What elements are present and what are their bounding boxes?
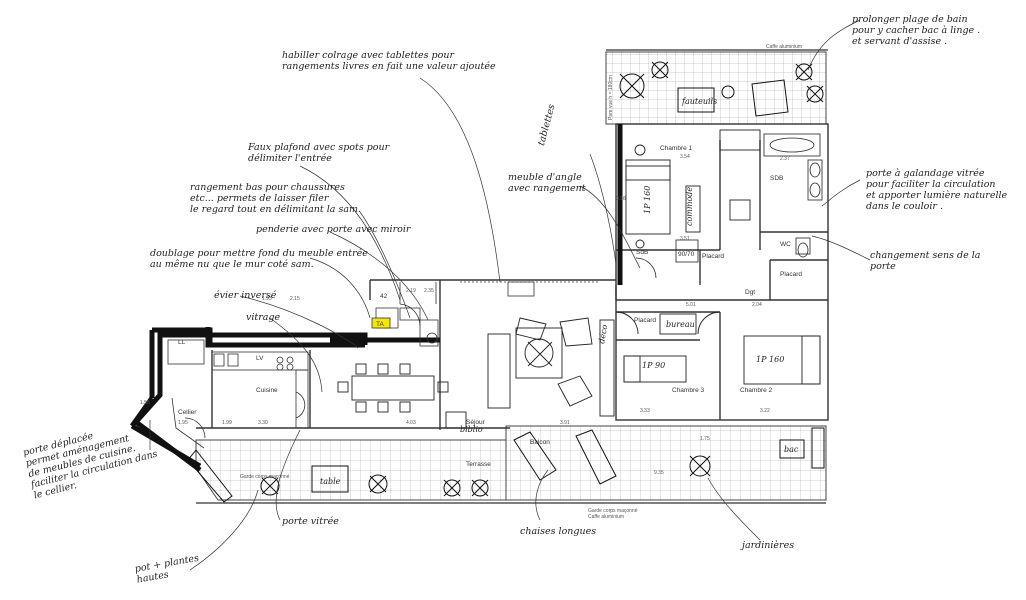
label-lv: LV — [256, 355, 264, 362]
label-bed-chambre-3: 1P 90 — [642, 361, 665, 370]
label-door-code: 42 — [380, 293, 388, 300]
dining-table — [337, 363, 449, 413]
label-sejour: Séjour — [466, 419, 486, 426]
dimension-labels: 3.54 3.51 2.37 5.01 2.04 3.33 3.22 3.91 … — [140, 154, 790, 476]
label-ll: LL — [178, 339, 186, 346]
label-placard-1: Placard — [702, 253, 724, 260]
dimension: 4.03 — [406, 420, 416, 426]
note-evier: évier inversé — [214, 290, 277, 301]
room-labels: Chambre 1 Chambre 2 Chambre 3 SDB SdB WC… — [178, 44, 802, 520]
label-commode: commode — [685, 187, 694, 226]
thin-walls — [196, 123, 829, 430]
dimension: 0.98 — [616, 196, 626, 202]
dimension: 3.30 — [258, 420, 268, 426]
note-chaises: chaises longues — [520, 526, 597, 537]
dimension: 2.04 — [752, 302, 762, 308]
bottom-terrace — [195, 425, 827, 504]
label-placard-2: Placard — [780, 271, 802, 278]
label-bed-chambre-1: 1P 160 — [643, 186, 652, 214]
note-rangement-bas: rangement bas pour chaussures etc... per… — [190, 182, 362, 215]
label-ta: TA — [376, 321, 384, 328]
label-side-vertical: Pare vue h = 180cm — [608, 75, 614, 120]
note-doublage: doublage pour mettre fond du meuble entr… — [150, 248, 368, 270]
top-terrace — [605, 49, 828, 125]
dimension: 1.99 — [222, 420, 232, 426]
label-garde-left: Garde corps maçonné — [240, 474, 290, 480]
dimension: 2.37 — [780, 156, 790, 162]
label-table: table — [320, 477, 341, 486]
note-meuble-angle: meuble d'angle avec rangement — [508, 172, 586, 194]
note-vitrage: vitrage — [246, 312, 281, 323]
note-changement: changement sens de la porte — [870, 250, 981, 272]
dimension: 3.51 — [680, 236, 690, 242]
dimension: 3.91 — [560, 420, 570, 426]
label-caffe-top: Caffe aluminium — [766, 44, 802, 50]
dimension: 3.54 — [680, 154, 690, 160]
label-bac: bac — [784, 445, 799, 454]
label-terrasse: Terrasse — [466, 461, 491, 468]
bedroom-2-3-furniture — [615, 311, 821, 385]
note-penderie: penderie avec porte avec miroir — [256, 224, 411, 235]
dimension: 5.01 — [686, 302, 696, 308]
bathroom-fixtures — [635, 133, 823, 279]
label-dgt: Dgt — [745, 289, 755, 296]
label-cuisine: Cuisine — [256, 387, 278, 394]
label-wc: WC — [780, 241, 791, 248]
note-porte-galandage: porte à galandage vitrée pour faciliter … — [866, 168, 1008, 212]
label-cellier: Cellier — [178, 409, 197, 416]
note-jardinieres: jardinières — [742, 540, 795, 551]
label-bed-chambre-2: 1P 160 — [756, 355, 784, 364]
label-balcon: Balcon — [530, 439, 550, 446]
label-fauteuils: fauteuils — [681, 97, 717, 106]
dimension: 1.95 — [178, 420, 188, 426]
note-habiller: habiller colrage avec tablettes pour ran… — [282, 50, 496, 72]
label-shower-size: 90/70 — [678, 251, 695, 258]
dimension: 1.55 — [140, 400, 150, 406]
living-room — [445, 317, 615, 429]
dimension: 2.19 — [406, 288, 416, 294]
kitchen-fixtures — [167, 339, 309, 449]
entrance — [371, 281, 600, 347]
label-chambre-2: Chambre 2 — [740, 387, 773, 394]
label-placard-3: Placard — [634, 317, 656, 324]
note-porte-vitree: porte vitrée — [282, 516, 339, 527]
outdoor-furniture — [187, 61, 825, 503]
label-biblio: biblio — [460, 425, 483, 434]
note-prolonger: prolonger plage de bain pour y cacher ba… — [852, 14, 981, 47]
dimension: 2.35 — [424, 288, 434, 294]
dimension: 2.15 — [290, 296, 300, 302]
label-deco: déco — [597, 324, 609, 345]
bedroom-1-furniture — [625, 129, 761, 249]
label-sdb: SDB — [770, 175, 783, 182]
label-bureau: bureau — [666, 320, 695, 329]
dimension: 3.33 — [640, 408, 650, 414]
dimension: 9.35 — [654, 470, 664, 476]
dimension: 1.93 — [262, 296, 272, 302]
dimension: 3.22 — [760, 408, 770, 414]
label-chambre-3: Chambre 3 — [672, 387, 705, 394]
label-chambre-1: Chambre 1 — [660, 145, 693, 152]
dimension: 1.75 — [700, 436, 710, 442]
annotation-leaders — [149, 19, 871, 571]
label-sdb-2: SdB — [636, 249, 648, 256]
note-faux-plafond: Faux plafond avec spots pour délimiter l… — [248, 142, 390, 164]
